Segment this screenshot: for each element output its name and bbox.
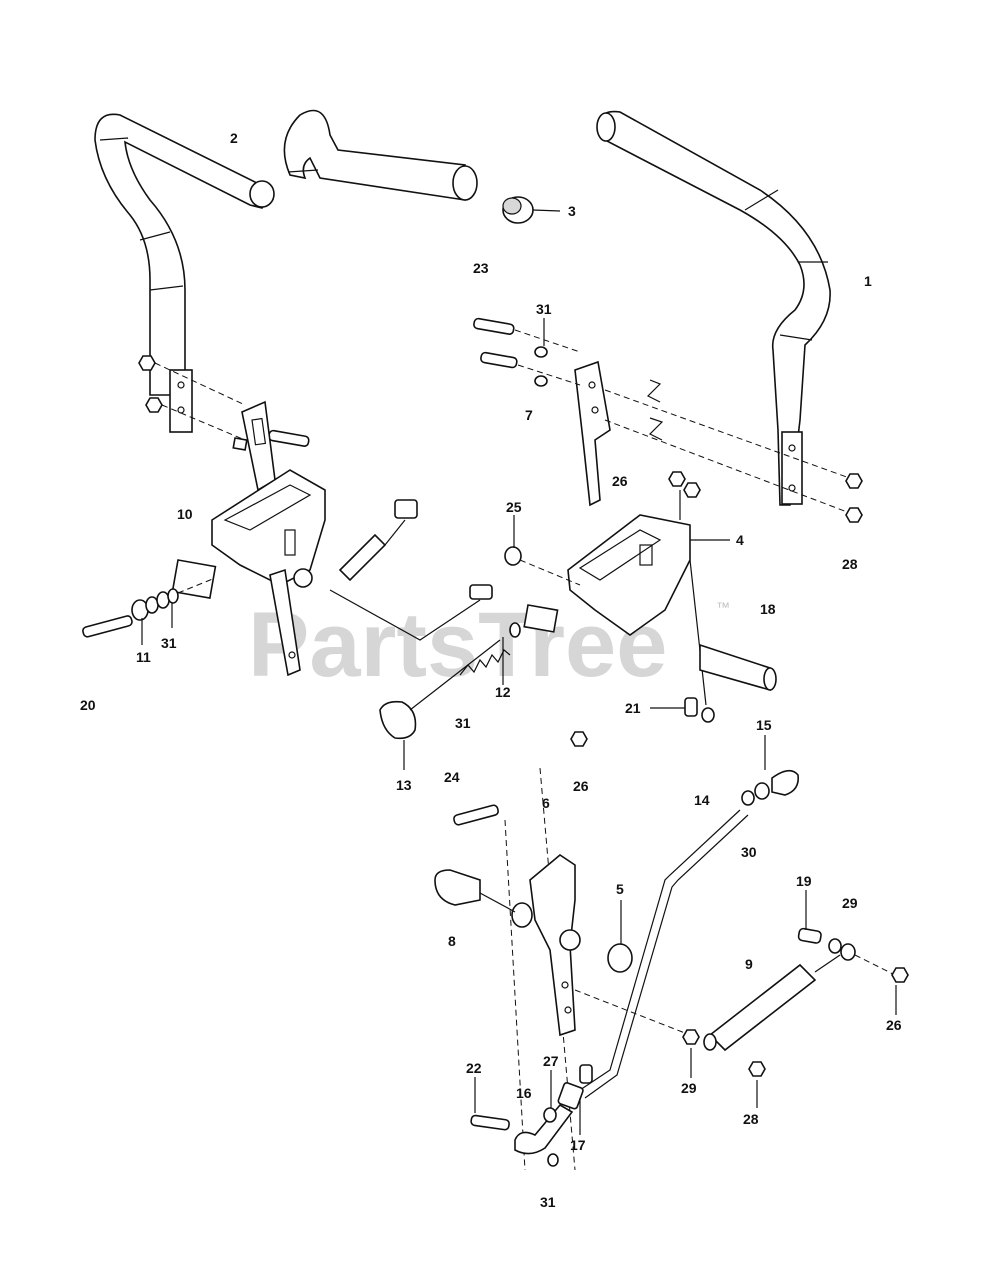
label-26: 26 xyxy=(573,778,589,794)
label-31: 31 xyxy=(161,635,177,651)
label-5: 5 xyxy=(616,881,624,897)
lower-linkage-part xyxy=(470,1064,593,1167)
label-1: 1 xyxy=(864,273,872,289)
label-19: 19 xyxy=(796,873,812,889)
label-29: 29 xyxy=(681,1080,697,1096)
label-13: 13 xyxy=(396,777,412,793)
label-28: 28 xyxy=(743,1111,759,1127)
handle-bar-middle-part xyxy=(283,109,478,201)
link-arm-right-part xyxy=(682,927,909,1077)
label-23: 23 xyxy=(473,260,489,276)
label-9: 9 xyxy=(745,956,753,972)
control-bracket-left-part xyxy=(171,400,493,677)
label-4: 4 xyxy=(736,532,744,548)
label-15: 15 xyxy=(756,717,772,733)
label-31: 31 xyxy=(455,715,471,731)
mount-plate-left-part xyxy=(138,355,310,451)
label-28: 28 xyxy=(842,556,858,572)
label-14: 14 xyxy=(694,792,710,808)
label-27: 27 xyxy=(543,1053,559,1069)
label-31: 31 xyxy=(540,1194,556,1210)
label-7: 7 xyxy=(525,407,533,423)
label-26: 26 xyxy=(612,473,628,489)
control-bracket-right-part xyxy=(504,471,777,723)
label-8: 8 xyxy=(448,933,456,949)
handle-bar-left-part xyxy=(94,113,275,396)
label-22: 22 xyxy=(466,1060,482,1076)
label-18: 18 xyxy=(760,601,776,617)
label-10: 10 xyxy=(177,506,193,522)
bolt-stack-left-part xyxy=(82,577,216,638)
label-24: 24 xyxy=(444,769,460,785)
label-21: 21 xyxy=(625,700,641,716)
handle-bar-right-part xyxy=(596,110,831,506)
label-30: 30 xyxy=(741,844,757,860)
label-25: 25 xyxy=(506,499,522,515)
label-16: 16 xyxy=(516,1085,532,1101)
label-29: 29 xyxy=(842,895,858,911)
label-11: 11 xyxy=(136,649,151,665)
label-2: 2 xyxy=(230,130,238,146)
mount-plate-upper-right-part xyxy=(473,317,863,523)
label-3: 3 xyxy=(568,203,576,219)
control-rod-part xyxy=(579,769,800,1099)
part-number-labels: 2 3 1 23 31 7 26 28 10 25 4 18 11 31 20 … xyxy=(80,130,902,1210)
spring-knob-part xyxy=(379,604,559,740)
label-17: 17 xyxy=(570,1137,586,1153)
label-6: 6 xyxy=(542,795,550,811)
label-12: 12 xyxy=(495,684,511,700)
label-26: 26 xyxy=(886,1017,902,1033)
lower-arm-part xyxy=(434,731,691,1171)
plug-cap-part xyxy=(502,196,561,224)
label-20: 20 xyxy=(80,697,96,713)
label-31: 31 xyxy=(536,301,552,317)
leader-lines xyxy=(141,318,897,1135)
watermark-trademark: ™ xyxy=(716,599,730,615)
